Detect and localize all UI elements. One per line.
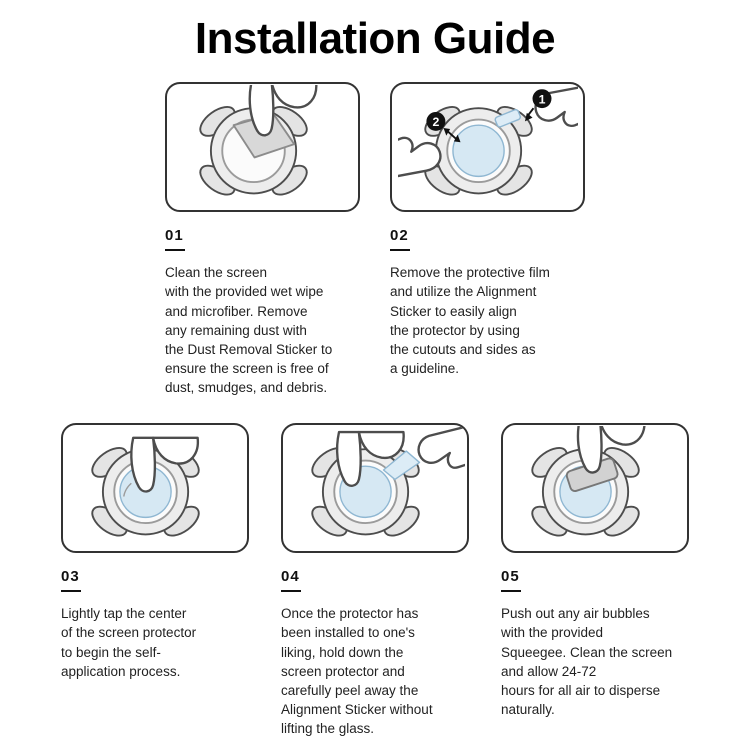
- step-03: 03 Lightly tap the center of the screen …: [61, 423, 249, 738]
- alignment-sticker-placement-icon: 1 2: [397, 86, 578, 202]
- peel-alignment-sticker-icon: [306, 426, 465, 543]
- tap-ripple-shape: [123, 483, 132, 497]
- steps-row-2: 03 Lightly tap the center of the screen …: [0, 423, 750, 738]
- step-01: 01 Clean the screen with the provided we…: [165, 82, 360, 397]
- step-05-number: 05: [501, 568, 520, 586]
- alignment-tab-shape: [494, 109, 521, 128]
- badge-1-arrowhead: [524, 113, 533, 122]
- peeled-sticker-shape: [382, 450, 421, 481]
- badge-1-arrow: [526, 107, 534, 117]
- step-05-panel: [501, 423, 689, 554]
- step-02-number: 02: [390, 227, 409, 245]
- step-02-badge-2: 2: [432, 115, 439, 129]
- left-hand-shape: [397, 136, 442, 178]
- step-03-number: 03: [61, 568, 80, 586]
- step-03-underline: [61, 590, 81, 593]
- badge-2-arrowhead-a: [453, 134, 461, 143]
- step-04-description: Once the protector has been installed to…: [281, 606, 433, 737]
- step-02-underline: [390, 249, 410, 252]
- badge-2-arrowhead-b: [442, 128, 450, 136]
- step-04-number: 04: [281, 568, 300, 586]
- step-05: 05 Push out any air bubbles with the pro…: [501, 423, 689, 738]
- step-01-panel: [165, 82, 360, 213]
- step-04: 04 Once the protector has been installed…: [281, 423, 469, 738]
- badge-2-circle: [425, 112, 445, 132]
- step-05-underline: [501, 590, 521, 593]
- step-01-underline: [165, 249, 185, 252]
- step-03-panel: [61, 423, 249, 554]
- step-03-description: Lightly tap the center of the screen pro…: [61, 606, 197, 679]
- squeegee-air-bubbles-icon: [526, 426, 646, 543]
- step-01-description: Clean the screen with the provided wet w…: [165, 265, 333, 396]
- badge-2-arrow: [446, 130, 457, 141]
- step-04-underline: [281, 590, 301, 593]
- finger-tapping-center-icon: [86, 436, 205, 543]
- step-02-badge-1: 1: [538, 93, 545, 107]
- step-02-panel: 1 2: [390, 82, 585, 213]
- step-04-panel: [281, 423, 469, 554]
- hand-wiping-protector-icon: [193, 85, 317, 202]
- pinching-hand-shape: [417, 426, 465, 470]
- step-02-description: Remove the protective film and utilize t…: [390, 265, 550, 376]
- page-title: Installation Guide: [194, 14, 556, 63]
- step-02: 1 2 02 Remove the protective film and ut…: [390, 82, 585, 397]
- step-05-description: Push out any air bubbles with the provid…: [501, 606, 673, 718]
- steps-row-1: 01 Clean the screen with the provided we…: [0, 82, 750, 397]
- badge-1-circle: [532, 89, 551, 109]
- step-01-number: 01: [165, 227, 184, 245]
